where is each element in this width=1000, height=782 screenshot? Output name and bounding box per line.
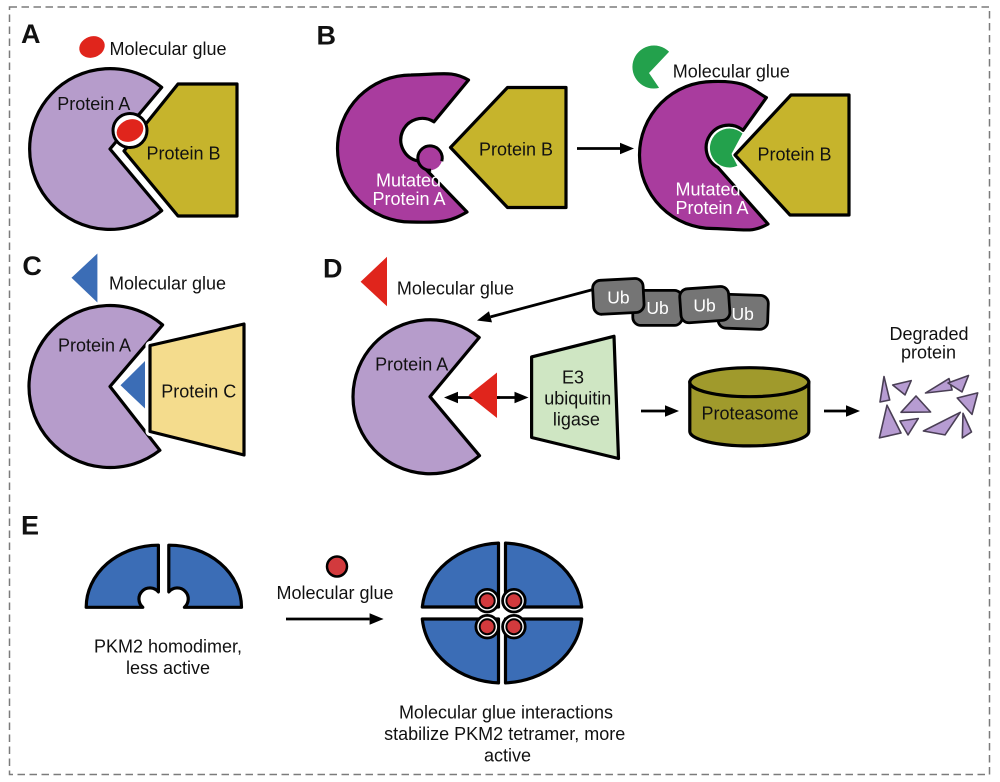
svg-text:Protein A: Protein A <box>675 198 748 218</box>
svg-text:stabilize PKM2 tetramer, more: stabilize PKM2 tetramer, more <box>384 724 625 744</box>
svg-text:Protein A: Protein A <box>372 189 445 209</box>
svg-text:Ub: Ub <box>646 298 668 318</box>
svg-text:PKM2 homodimer,: PKM2 homodimer, <box>94 637 242 657</box>
svg-text:Ub: Ub <box>732 304 754 324</box>
svg-text:Protein C: Protein C <box>161 382 236 402</box>
svg-text:ubiquitin: ubiquitin <box>544 389 611 409</box>
svg-text:B: B <box>317 21 337 51</box>
svg-text:Protein B: Protein B <box>146 144 220 164</box>
svg-text:Mutated: Mutated <box>675 179 740 199</box>
svg-text:Ub: Ub <box>607 288 629 308</box>
svg-text:E: E <box>21 511 39 541</box>
svg-text:Ub: Ub <box>693 296 715 316</box>
svg-text:Protein B: Protein B <box>757 145 831 165</box>
svg-text:Proteasome: Proteasome <box>701 404 798 424</box>
svg-text:less active: less active <box>126 658 210 678</box>
svg-text:Protein B: Protein B <box>479 140 553 160</box>
svg-text:Degraded: Degraded <box>889 324 968 344</box>
svg-text:Molecular glue interactions: Molecular glue interactions <box>399 703 613 723</box>
svg-text:Protein A: Protein A <box>57 94 130 114</box>
svg-text:ligase: ligase <box>553 410 600 430</box>
svg-text:protein: protein <box>901 343 956 363</box>
svg-text:Molecular glue: Molecular glue <box>673 62 790 82</box>
svg-text:Molecular glue: Molecular glue <box>277 583 394 603</box>
svg-text:Protein A: Protein A <box>375 355 448 375</box>
svg-text:D: D <box>323 254 343 284</box>
svg-text:A: A <box>21 19 41 49</box>
svg-text:Molecular glue: Molecular glue <box>109 274 226 294</box>
svg-text:Molecular glue: Molecular glue <box>397 279 514 299</box>
svg-text:E3: E3 <box>562 368 584 388</box>
svg-text:Protein A: Protein A <box>58 336 131 356</box>
svg-text:C: C <box>22 251 42 281</box>
svg-text:Mutated: Mutated <box>376 171 441 191</box>
svg-text:active: active <box>484 746 531 766</box>
svg-text:Molecular glue: Molecular glue <box>110 39 227 59</box>
